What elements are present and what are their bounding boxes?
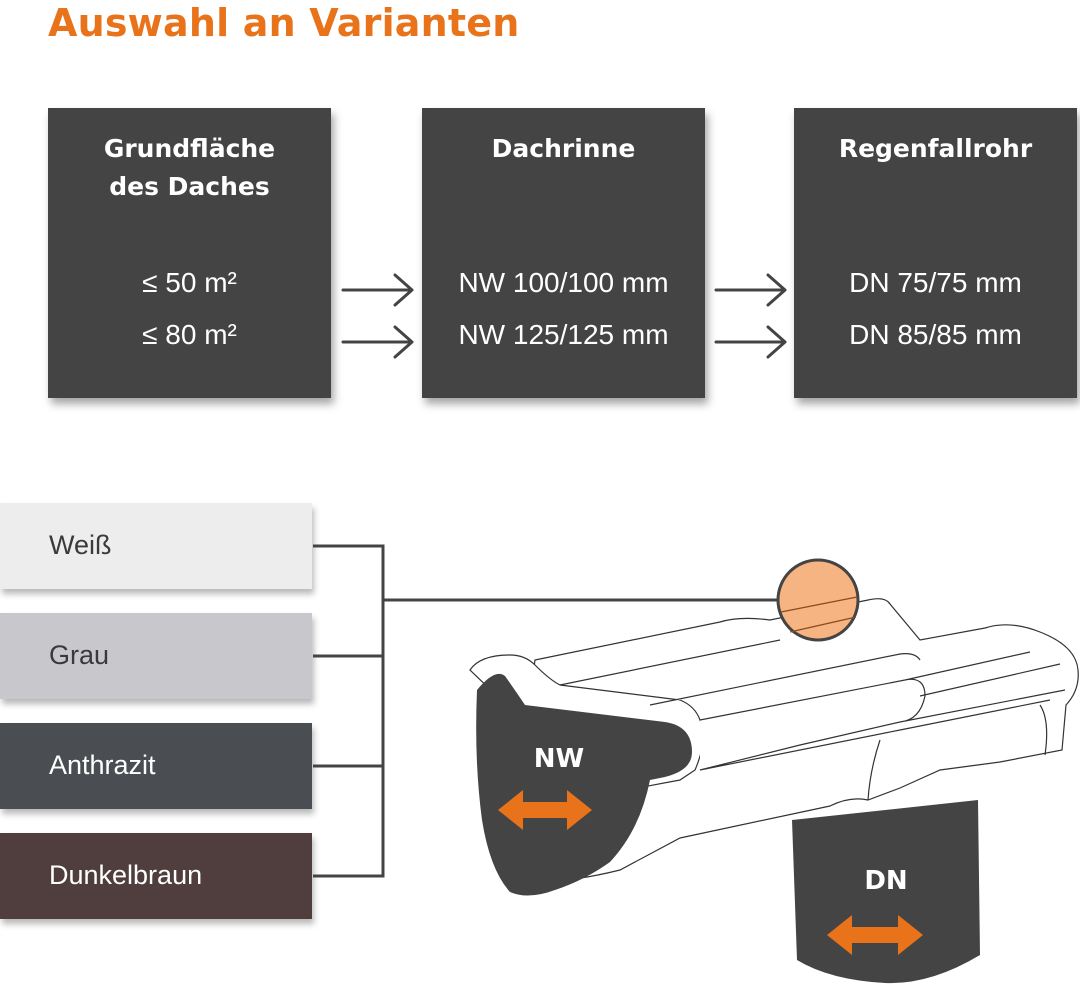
color-label: Anthrazit [49,750,156,780]
color-marker-icon [776,558,860,642]
color-option-weiss[interactable]: Weiß [0,503,312,589]
downpipe-row: DN 85/85 mm [849,319,1022,350]
heading-line: Dachrinne [491,134,636,163]
roof-area-box: Grundfläche des Daches ≤ 50 m² ≤ 80 m² [48,108,331,398]
heading-line: Regenfallrohr [838,134,1033,163]
color-label: Dunkelbraun [49,860,203,890]
gutter-row: NW 125/125 mm [458,319,669,350]
gutter-end-cap [476,673,692,896]
color-label: Grau [49,640,110,670]
arrow-right-icon [341,273,414,307]
color-option-anthrazit[interactable]: Anthrazit [0,723,312,809]
downpipe-row: DN 75/75 mm [849,267,1022,298]
gutter-box: Dachrinne NW 100/100 mm NW 125/125 mm [422,108,705,398]
roof-area-heading: Grundfläche des Daches [48,130,331,206]
double-arrow-horizontal-icon [498,790,592,830]
connector-lines [313,544,780,878]
gutter-row: NW 100/100 mm [458,267,669,298]
double-arrow-horizontal-icon [827,915,923,955]
roof-area-row: ≤ 80 m² [142,319,237,350]
color-label: Weiß [49,530,112,560]
arrow-right-icon [341,325,414,359]
downpipe-box: Regenfallrohr DN 75/75 mm DN 85/85 mm [794,108,1077,398]
color-option-dunkelbraun[interactable]: Dunkelbraun [0,833,312,919]
arrow-right-icon [714,273,787,307]
roof-area-row: ≤ 50 m² [142,267,237,298]
downpipe-heading: Regenfallrohr [794,130,1077,168]
arrow-right-icon [714,325,787,359]
dn-label: DN [864,866,907,896]
page-title: Auswahl an Varianten [48,1,520,45]
color-option-grau[interactable]: Grau [0,613,312,699]
heading-line: Grundfläche [103,134,276,163]
gutter-heading: Dachrinne [422,130,705,168]
nw-label: NW [534,744,584,774]
heading-line: des Daches [109,172,270,201]
